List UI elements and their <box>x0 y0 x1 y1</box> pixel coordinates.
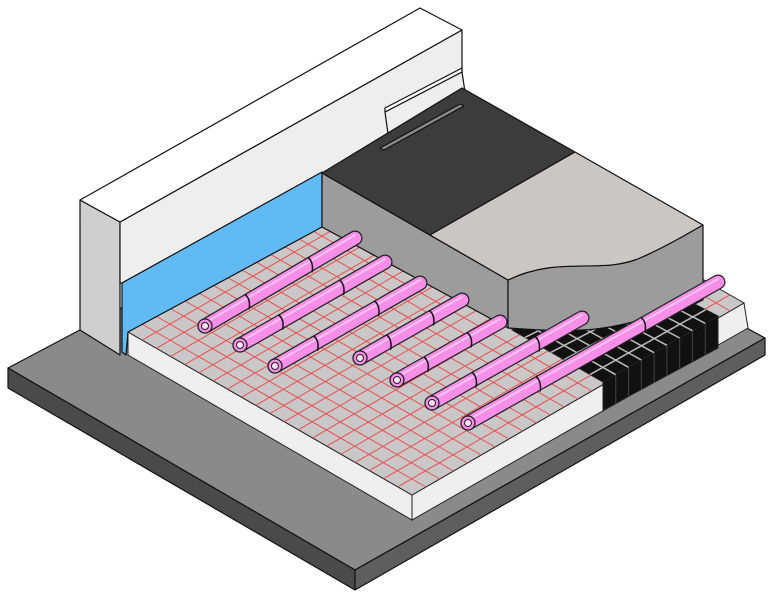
pipe-body <box>390 315 507 387</box>
pipe-body <box>268 276 427 373</box>
skirting-board-top <box>384 67 463 113</box>
pipe-clip <box>338 279 345 296</box>
wall <box>79 7 466 356</box>
pipe-bore <box>236 341 244 349</box>
pipe-clip <box>640 316 647 333</box>
pipe-clip <box>535 375 542 392</box>
pipe-bore <box>428 399 436 407</box>
mesh-line <box>141 323 427 488</box>
mesh-line <box>155 315 440 480</box>
pipe-clip <box>244 293 251 310</box>
heating-pipe <box>232 254 393 353</box>
heating-pipe <box>197 230 363 334</box>
drainage-grid-line <box>589 309 707 376</box>
pipe-bore <box>393 376 401 384</box>
pipe-bore <box>271 362 279 370</box>
pipe-body <box>233 255 392 352</box>
heating-pipes <box>197 230 726 431</box>
wall-side-face <box>79 199 121 356</box>
pipe-highlight <box>204 234 356 324</box>
pipe-clip <box>534 335 541 352</box>
pipe-body <box>198 231 362 333</box>
heating-pipe <box>424 310 590 411</box>
pipe-clip <box>313 335 319 351</box>
pipe-body <box>425 311 589 410</box>
heating-pipe <box>389 314 508 388</box>
pipe-clip <box>423 356 430 372</box>
pipe-clip <box>428 309 435 326</box>
pipe-bore <box>201 322 209 330</box>
screed-block <box>321 87 704 332</box>
pipe-clip <box>373 300 380 317</box>
pipe-clip <box>471 371 478 388</box>
mesh-line <box>169 307 454 472</box>
pipe-clip <box>307 256 314 273</box>
pipe-clip <box>466 331 473 348</box>
pipe-body <box>461 275 725 430</box>
wall-top-face <box>79 7 463 223</box>
drainage-grid-line <box>524 322 617 376</box>
mesh-line <box>210 283 496 448</box>
pipe-highlight <box>396 318 501 378</box>
heating-pipe <box>267 275 428 374</box>
base-slab-right-face <box>354 337 766 591</box>
pipe-highlight <box>239 258 386 343</box>
mesh-line <box>183 299 468 464</box>
pipe-highlight <box>467 278 719 421</box>
screed-light-top <box>429 151 704 281</box>
heating-pipe <box>460 274 726 431</box>
pipe-body <box>353 293 469 365</box>
pipe-bore <box>464 419 472 427</box>
drain-channel <box>379 103 465 151</box>
pipe-highlight <box>431 314 583 401</box>
edge-insulation-strip <box>121 171 323 356</box>
pipe-highlight <box>359 296 463 356</box>
pipe-clip <box>386 334 392 350</box>
heating-pipe <box>352 292 470 366</box>
pipe-clip <box>278 314 284 330</box>
pipe-bore <box>356 354 364 362</box>
mesh-line <box>196 291 482 456</box>
pipe-highlight <box>274 279 421 364</box>
